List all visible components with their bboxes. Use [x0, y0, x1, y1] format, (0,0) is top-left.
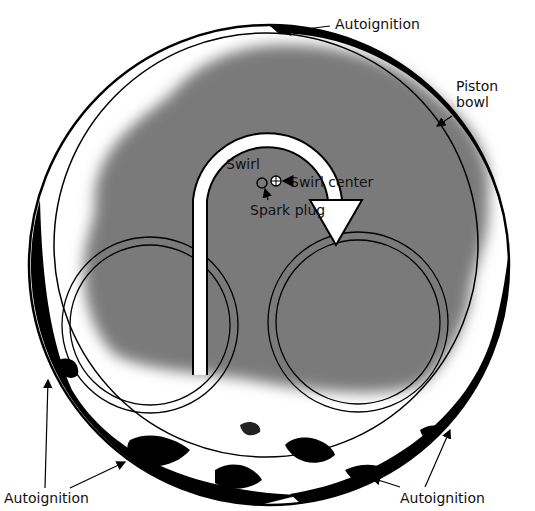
piston-bowl [54, 33, 478, 457]
swirl-label: Swirl [226, 156, 260, 172]
autoignition-label: Autoignition [400, 490, 485, 506]
autoignition-label: Autoignition [335, 16, 420, 32]
spark-plug-label: Spark plug [250, 202, 325, 218]
piston-bowl-label: Piston bowl [456, 78, 518, 110]
spark-plug-mark [257, 178, 267, 188]
leader-lines [45, 26, 452, 488]
autoignition-label: Autoignition [4, 490, 89, 506]
flame-region [84, 45, 489, 393]
cylinder-wall [29, 25, 509, 505]
autoignition-regions [31, 25, 510, 505]
swirl-center-label: Swirl center [290, 174, 373, 190]
swirl-center-mark [271, 176, 281, 186]
valve-circles [62, 232, 448, 413]
swirl-center-cross [271, 176, 281, 186]
